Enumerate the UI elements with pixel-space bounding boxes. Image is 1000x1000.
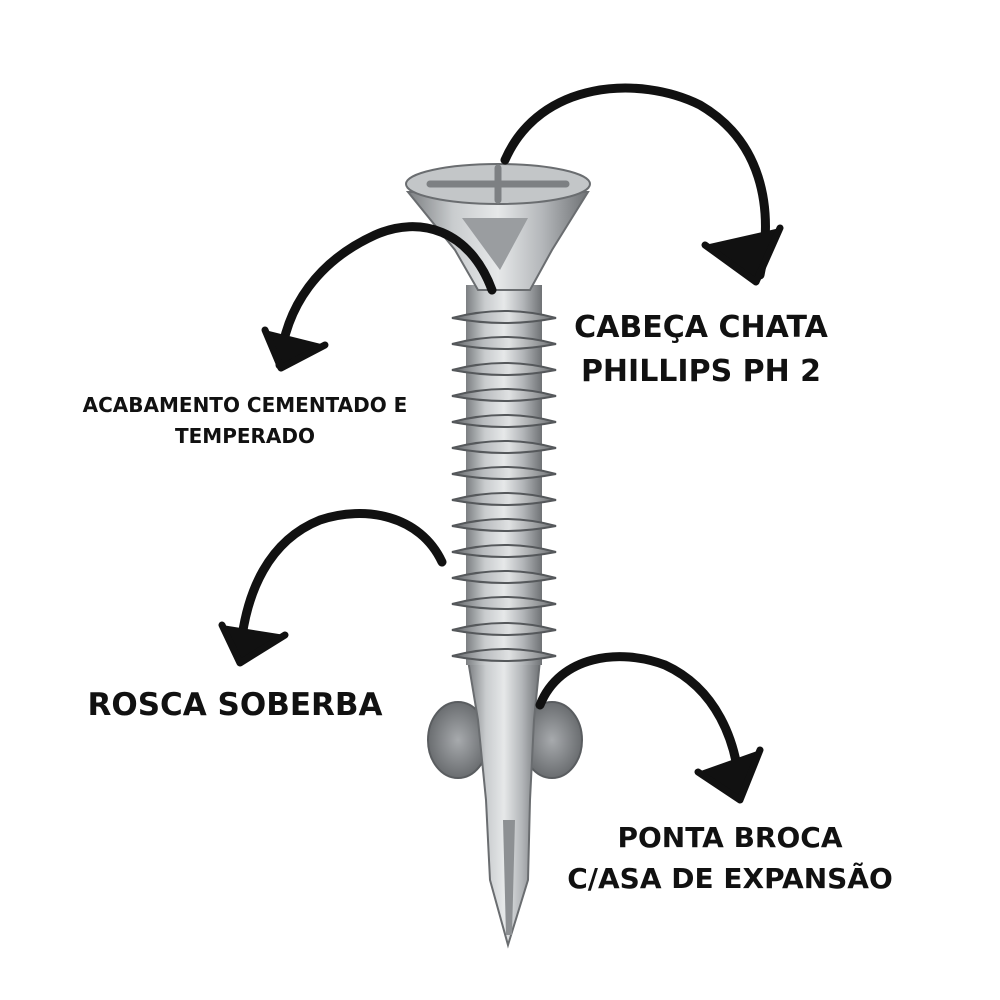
label-tip-line1: PONTA BROCA bbox=[617, 821, 843, 854]
label-hardened-finish: ACABAMENTO CEMENTADO E TEMPERADO bbox=[40, 390, 450, 452]
thread-ridge bbox=[451, 466, 557, 480]
head-notch bbox=[462, 218, 528, 270]
label-wood-thread: ROSCA SOBERBA bbox=[70, 686, 400, 725]
arrow-finish-tip bbox=[261, 326, 329, 372]
label-head-line1: CABEÇA CHATA bbox=[574, 310, 828, 345]
label-flat-phillips-head: CABEÇA CHATA PHILLIPS PH 2 bbox=[556, 306, 846, 393]
arrow-thread-curve bbox=[235, 509, 447, 660]
label-thread-line1: ROSCA SOBERBA bbox=[87, 687, 383, 723]
callout-arrows bbox=[218, 83, 784, 804]
thread-ridge bbox=[451, 648, 557, 662]
thread-ridge bbox=[451, 544, 557, 558]
label-finish-line1: ACABAMENTO CEMENTADO E bbox=[82, 393, 408, 417]
arrow-thread-tip bbox=[218, 621, 289, 667]
thread-ridge bbox=[451, 414, 557, 428]
thread-ridge bbox=[451, 622, 557, 636]
thread-ridge bbox=[451, 388, 557, 402]
arrow-tip-curve bbox=[535, 652, 745, 800]
drill-flute bbox=[503, 820, 515, 935]
label-drill-tip: PONTA BROCA C/ASA DE EXPANSÃO bbox=[550, 818, 910, 899]
phillips-recess bbox=[426, 164, 570, 204]
label-finish-line2: TEMPERADO bbox=[174, 424, 315, 448]
arrow-finish-curve bbox=[275, 222, 497, 370]
screw-illustration bbox=[405, 163, 591, 949]
thread-ridge bbox=[451, 440, 557, 454]
thread-ridge bbox=[451, 362, 557, 376]
thread-ridge bbox=[451, 310, 557, 324]
thread-ridge bbox=[451, 518, 557, 532]
arrow-head-curve bbox=[500, 83, 770, 280]
drill-tip bbox=[466, 659, 542, 949]
thread-ridge bbox=[451, 596, 557, 610]
label-head-line2: PHILLIPS PH 2 bbox=[580, 353, 822, 389]
thread-ridge bbox=[451, 492, 557, 506]
arrow-tip-tip bbox=[694, 746, 764, 804]
thread-ridge bbox=[451, 570, 557, 584]
arrow-head-tip bbox=[701, 224, 784, 286]
label-tip-line2: C/ASA DE EXPANSÃO bbox=[567, 861, 893, 895]
screw-thread bbox=[451, 310, 557, 662]
thread-ridge bbox=[451, 336, 557, 350]
